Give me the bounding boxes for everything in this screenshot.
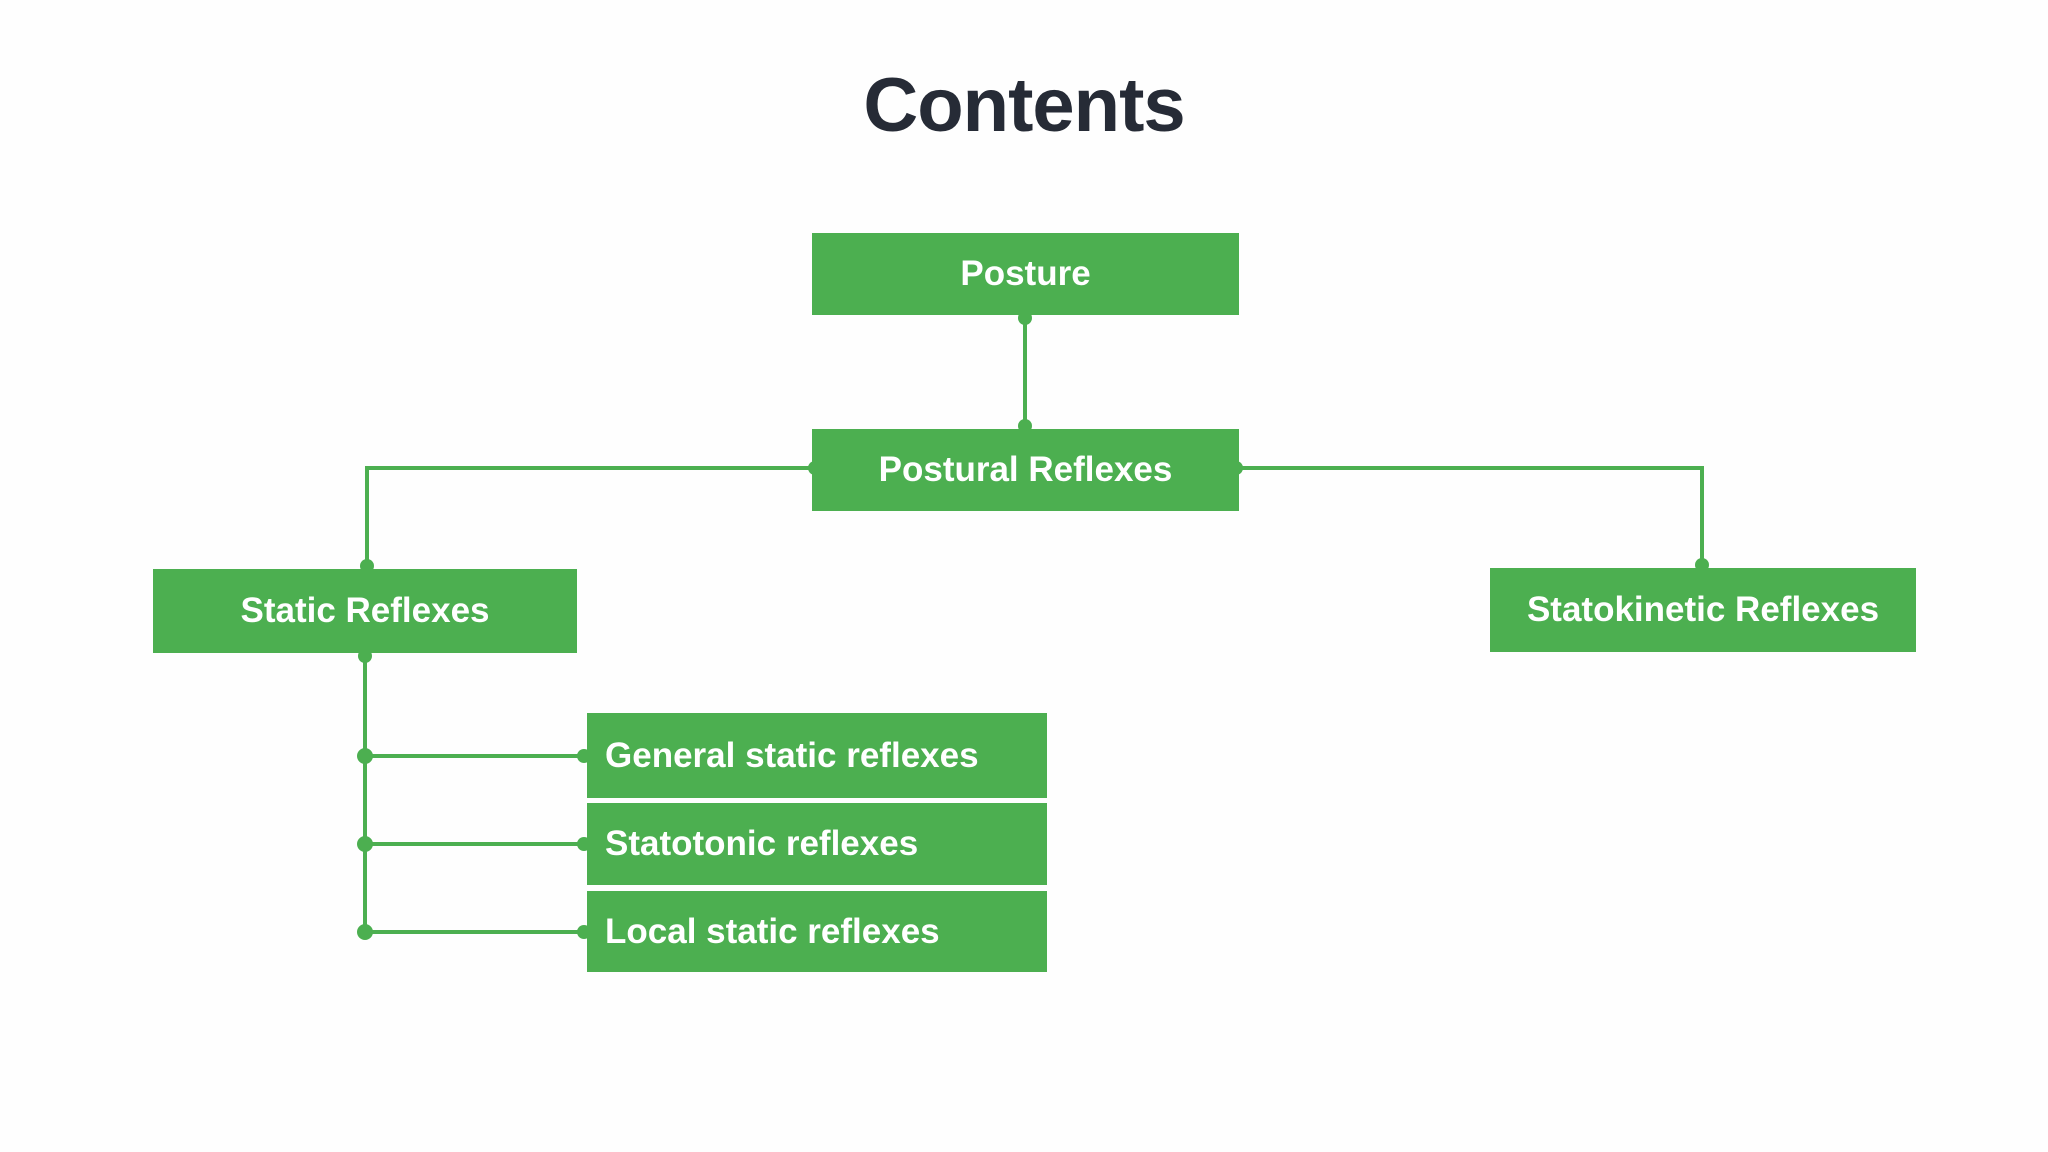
node-local-static-reflexes-label: Local static reflexes bbox=[605, 911, 940, 951]
edge-dot bbox=[357, 836, 373, 852]
node-postural-reflexes-label: Postural Reflexes bbox=[878, 450, 1173, 489]
node-statotonic-reflexes: Statotonic reflexes bbox=[587, 803, 1047, 885]
edge-postural-to-statokinetic bbox=[1239, 466, 1704, 568]
page-title: Contents bbox=[863, 63, 1185, 148]
node-statokinetic-reflexes: Statokinetic Reflexes bbox=[1490, 568, 1916, 652]
node-statotonic-reflexes-label: Statotonic reflexes bbox=[605, 824, 919, 863]
node-general-static-reflexes: General static reflexes bbox=[587, 713, 1047, 798]
node-posture-label: Posture bbox=[960, 254, 1091, 293]
node-static-reflexes: Static Reflexes bbox=[153, 569, 577, 653]
node-statokinetic-reflexes-label: Statokinetic Reflexes bbox=[1526, 590, 1880, 629]
node-local-static-reflexes: Local static reflexes bbox=[587, 891, 1047, 972]
node-static-reflexes-label: Static Reflexes bbox=[240, 591, 490, 630]
edge-dot bbox=[357, 748, 373, 764]
edge-dot bbox=[357, 924, 373, 940]
node-posture: Posture bbox=[812, 233, 1239, 315]
node-general-static-reflexes-label: General static reflexes bbox=[605, 735, 979, 775]
edge-postural-to-static bbox=[365, 466, 812, 569]
node-postural-reflexes: Postural Reflexes bbox=[812, 429, 1239, 511]
